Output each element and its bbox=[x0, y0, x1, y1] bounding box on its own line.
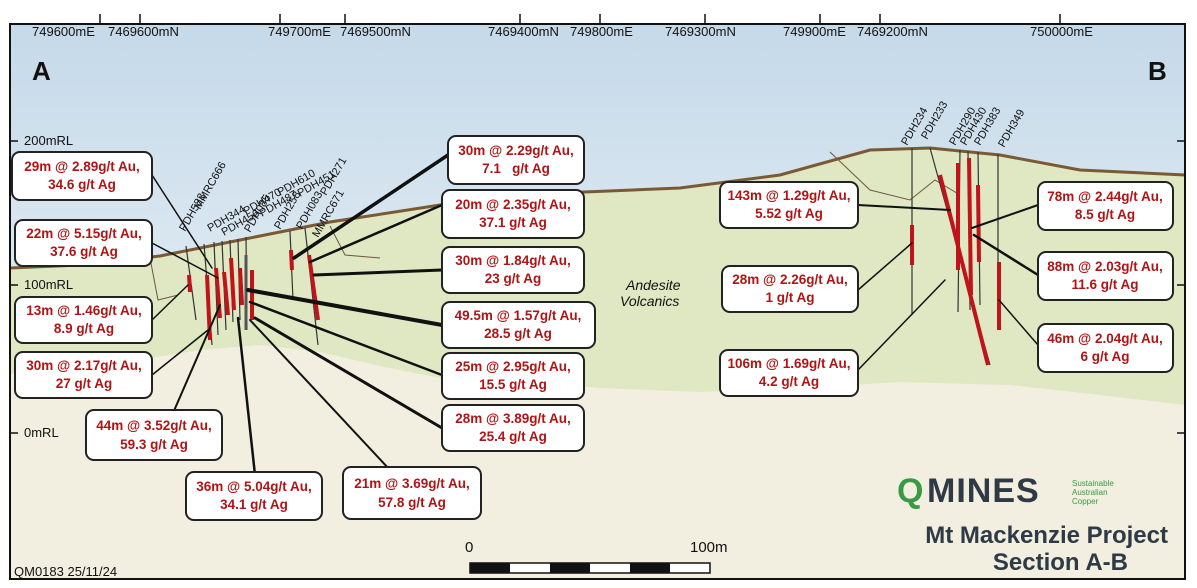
callout-line-2: 59.3 g/t Ag bbox=[120, 437, 188, 452]
callout-78m: 78m @ 2.44g/t Au, 8.5 g/t Ag bbox=[1037, 181, 1174, 231]
callout-line-2: 27 g/t Ag bbox=[56, 376, 113, 391]
callout-line-2: 8.9 g/t Ag bbox=[54, 321, 114, 336]
callout-13m: 13m @ 1.46g/t Au, 8.9 g/t Ag bbox=[14, 296, 153, 344]
callout-20m: 20m @ 2.35g/t Au, 37.1 g/t Ag bbox=[441, 189, 585, 239]
qmines-logo: Q MINES Sustainable Australian Copper bbox=[897, 472, 1114, 510]
coord-7469600mN: 7469600mN bbox=[108, 24, 179, 39]
logo-tagline-3: Copper bbox=[1072, 497, 1099, 506]
callout-line-1: 25m @ 2.95g/t Au, bbox=[455, 359, 570, 374]
geology-label-line-2: Volcanics bbox=[620, 293, 679, 309]
section-end-label: B bbox=[1148, 56, 1167, 86]
callout-line-1: 36m @ 5.04g/t Au, bbox=[196, 479, 311, 494]
callout-line-2: 25.4 g/t Ag bbox=[479, 429, 547, 444]
andesite-volcanics-unit bbox=[10, 148, 1185, 405]
callout-line-1: 78m @ 2.44g/t Au, bbox=[1047, 189, 1162, 204]
callout-46m: 46m @ 2.04g/t Au, 6 g/t Ag bbox=[1037, 323, 1174, 373]
intercept-callouts: 29m @ 2.89g/t Au, 34.6 g/t Ag 22m @ 5.15… bbox=[11, 135, 1174, 521]
coord-749700mE: 749700mE bbox=[268, 24, 331, 39]
callout-line-2: 34.1 g/t Ag bbox=[220, 497, 288, 512]
coord-750000mE: 750000mE bbox=[1030, 24, 1093, 39]
callout-line-2: 6 g/t Ag bbox=[1081, 349, 1130, 364]
callout-106m: 106m @ 1.69g/t Au, 4.2 g/t Ag bbox=[719, 349, 859, 397]
callout-line-1: 30m @ 2.17g/t Au, bbox=[26, 358, 141, 373]
scale-start-label: 0 bbox=[465, 539, 473, 556]
callout-22m: 22m @ 5.15g/t Au, 37.6 g/t Ag bbox=[14, 219, 153, 267]
logo-letter-q: Q bbox=[897, 472, 923, 510]
callout-44m: 44m @ 3.52g/t Au, 59.3 g/t Ag bbox=[85, 409, 223, 461]
callout-leaders bbox=[151, 153, 1040, 477]
callout-line-1: 20m @ 2.35g/t Au, bbox=[455, 197, 570, 212]
project-title: Mt Mackenzie Project bbox=[925, 522, 1168, 549]
callout-line-2: 37.1 g/t Ag bbox=[479, 215, 547, 230]
callout-36m: 36m @ 5.04g/t Au, 34.1 g/t Ag bbox=[185, 471, 323, 521]
callout-line-2: 57.8 g/t Ag bbox=[378, 495, 446, 510]
callout-line-2: 28.5 g/t Ag bbox=[484, 326, 552, 341]
topographic-surface bbox=[9, 146, 1186, 270]
callout-25m: 25m @ 2.95g/t Au, 15.5 g/t Ag bbox=[441, 352, 585, 400]
figure-id: QM0183 25/11/24 bbox=[14, 564, 117, 579]
callout-line-1: 46m @ 2.04g/t Au, bbox=[1047, 331, 1162, 346]
callout-line-1: 88m @ 2.03g/t Au, bbox=[1047, 259, 1162, 274]
section-title: Section A-B bbox=[993, 549, 1128, 576]
callout-line-1: 106m @ 1.69g/t Au, bbox=[728, 356, 851, 371]
scale-bar: 0 100m bbox=[465, 539, 728, 574]
callout-line-2: 11.6 g/t Ag bbox=[1071, 277, 1138, 292]
callout-49-5m: 49.5m @ 1.57g/t Au, 28.5 g/t Ag bbox=[441, 301, 596, 349]
callout-line-2: 8.5 g/t Ag bbox=[1075, 207, 1135, 222]
callout-line-1: 21m @ 3.69g/t Au, bbox=[354, 476, 469, 491]
rl-ticks bbox=[10, 140, 1185, 434]
scale-end-label: 100m bbox=[690, 539, 728, 556]
coord-7469300mN: 7469300mN bbox=[665, 24, 736, 39]
callout-28m-b: 28m @ 2.26g/t Au, 1 g/t Ag bbox=[721, 265, 859, 313]
coord-749800mE: 749800mE bbox=[570, 24, 633, 39]
callout-line-1: 30m @ 2.29g/t Au, bbox=[458, 143, 573, 158]
logo-tagline-1: Sustainable bbox=[1072, 479, 1114, 488]
callout-line-2: 23 g/t Ag bbox=[485, 271, 542, 286]
callout-line-1: 29m @ 2.89g/t Au, bbox=[24, 159, 139, 174]
callout-88m: 88m @ 2.03g/t Au, 11.6 g/t Ag bbox=[1037, 251, 1174, 301]
callout-line-1: 28m @ 3.89g/t Au, bbox=[455, 411, 570, 426]
section-start-label: A bbox=[32, 56, 51, 86]
callout-21m: 21m @ 3.69g/t Au, 57.8 g/t Ag bbox=[342, 466, 482, 520]
callout-line-2: 4.2 g/t Ag bbox=[759, 374, 819, 389]
coord-749600mE: 749600mE bbox=[32, 24, 95, 39]
coordinate-ticks bbox=[99, 14, 1061, 24]
logo-tagline-2: Australian bbox=[1072, 488, 1108, 497]
callout-line-1: 13m @ 1.46g/t Au, bbox=[26, 303, 141, 318]
callout-line-1: 49.5m @ 1.57g/t Au, bbox=[455, 308, 582, 323]
callout-line-1: 28m @ 2.26g/t Au, bbox=[732, 272, 847, 287]
callout-line-1: 22m @ 5.15g/t Au, bbox=[26, 226, 141, 241]
callout-line-2: 37.6 g/t Ag bbox=[50, 244, 118, 259]
coord-7469500mN: 7469500mN bbox=[340, 24, 411, 39]
geology-label-line-1: Andesite bbox=[625, 277, 681, 293]
coord-7469400mN: 7469400mN bbox=[488, 24, 559, 39]
sky-area bbox=[10, 24, 1185, 268]
callout-30m-b: 30m @ 1.84g/t Au, 23 g/t Ag bbox=[441, 246, 585, 294]
intercept-bars bbox=[187, 157, 1001, 366]
callout-30m-a: 30m @ 2.17g/t Au, 27 g/t Ag bbox=[14, 351, 153, 399]
callout-29m: 29m @ 2.89g/t Au, 34.6 g/t Ag bbox=[11, 151, 153, 201]
coord-7469200mN: 7469200mN bbox=[857, 24, 928, 39]
rl-label-100: 100mRL bbox=[24, 277, 73, 292]
callout-line-1: 30m @ 1.84g/t Au, bbox=[455, 253, 570, 268]
callout-143m: 143m @ 1.29g/t Au, 5.52 g/t Ag bbox=[719, 181, 859, 229]
callout-line-2: 5.52 g/t Ag bbox=[755, 206, 823, 221]
rl-label-0: 0mRL bbox=[24, 425, 59, 440]
logo-wordmark: MINES bbox=[927, 472, 1040, 510]
rl-label-200: 200mRL bbox=[24, 133, 73, 148]
callout-line-1: 143m @ 1.29g/t Au, bbox=[728, 188, 851, 203]
callout-line-2: 7.1 g/t Ag bbox=[482, 161, 550, 176]
callout-28m-a: 28m @ 3.89g/t Au, 25.4 g/t Ag bbox=[441, 404, 585, 452]
callout-line-2: 15.5 g/t Ag bbox=[479, 377, 547, 392]
callout-30m-c: 30m @ 2.29g/t Au, 7.1 g/t Ag bbox=[447, 135, 585, 185]
callout-line-1: 44m @ 3.52g/t Au, bbox=[96, 418, 211, 433]
callout-line-2: 1 g/t Ag bbox=[766, 290, 815, 305]
callout-line-2: 34.6 g/t Ag bbox=[48, 177, 116, 192]
coord-749900mE: 749900mE bbox=[783, 24, 846, 39]
figure-frame bbox=[9, 23, 1186, 580]
